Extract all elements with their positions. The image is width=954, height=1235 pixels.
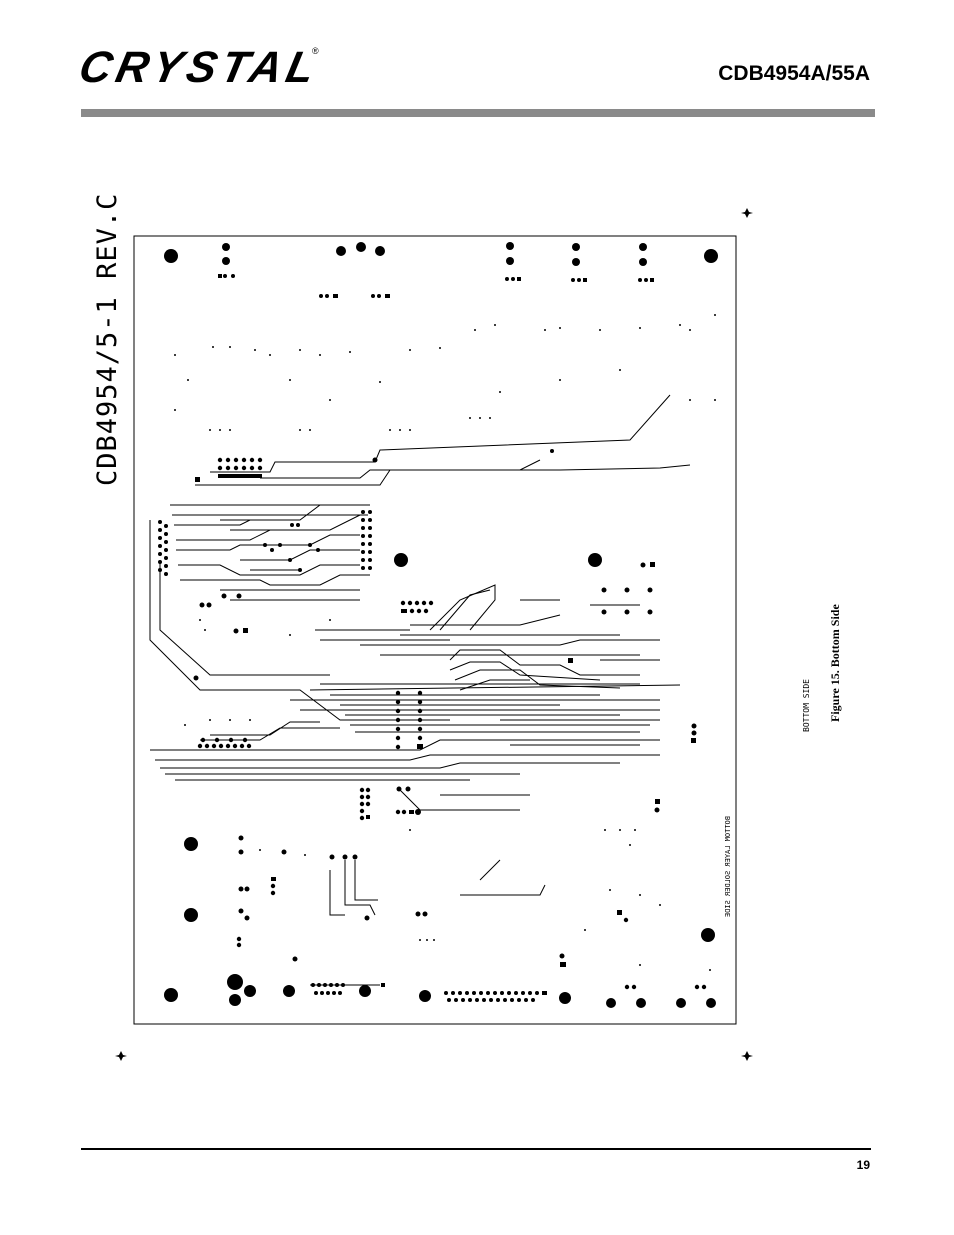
header-divider-bar [81, 109, 875, 117]
pcb-pads [158, 242, 718, 1008]
footer-rule [81, 1148, 871, 1150]
page-number: 19 [856, 1158, 870, 1172]
registration-marks [115, 208, 753, 1061]
bottom-side-label: BOTTOM SIDE [802, 679, 811, 732]
pcb-small-vias [174, 314, 716, 971]
layer-label: BOTTOM LAYER SOLDER SIDE [724, 816, 732, 918]
board-part-number: CDB4954/5-1 REV.C [92, 192, 123, 486]
document-title: CDB4954A/55A [718, 62, 870, 85]
board-outline [133, 235, 737, 1025]
crystal-logo: CRYSTAL ® [75, 43, 324, 92]
figure-caption: Figure 15. Bottom Side [828, 604, 842, 722]
pcb-traces [149, 394, 691, 986]
registered-mark: ® [312, 46, 319, 56]
